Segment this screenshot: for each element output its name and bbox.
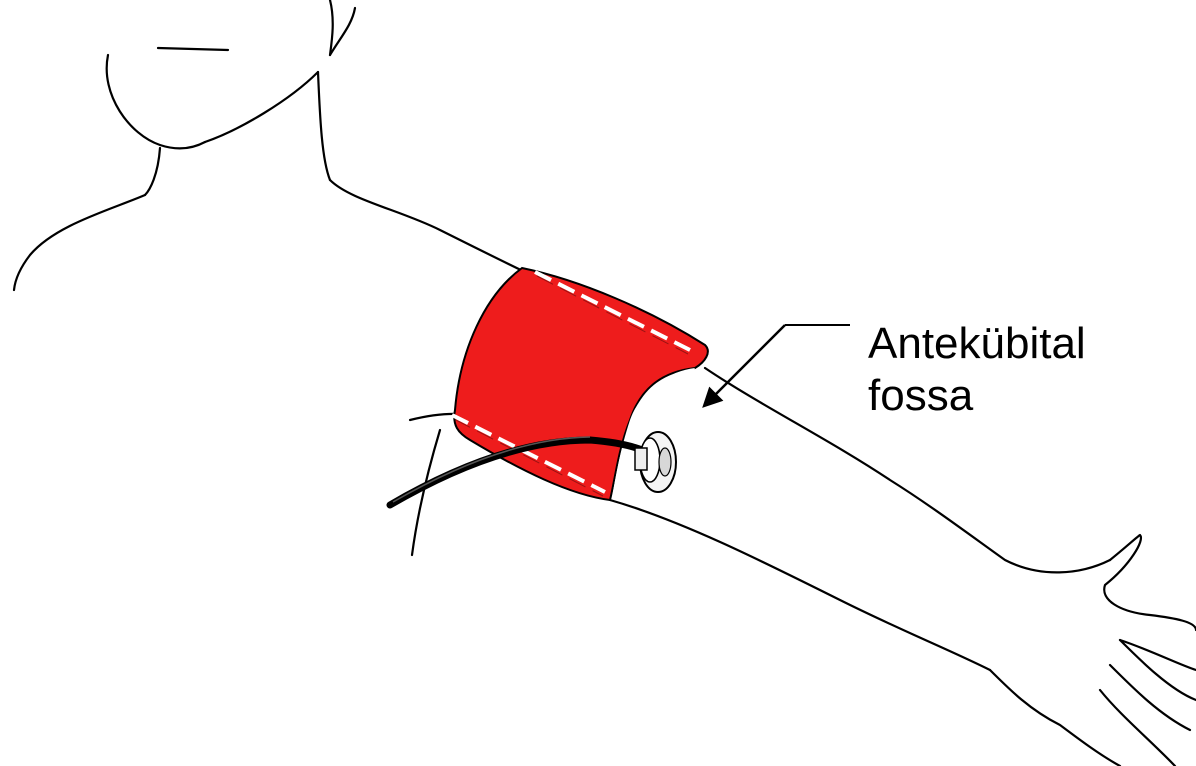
armpit-outline	[410, 414, 470, 555]
label-line-2: fossa	[868, 371, 974, 420]
label-line-1: Antekübital	[868, 319, 1086, 368]
anatomy-label: Antekübital fossa	[868, 319, 1086, 420]
label-arrow	[705, 325, 850, 405]
torso-outline	[14, 72, 525, 290]
hand-outline	[990, 535, 1196, 766]
head-outline	[107, 0, 355, 195]
arm-outline	[610, 368, 1110, 670]
